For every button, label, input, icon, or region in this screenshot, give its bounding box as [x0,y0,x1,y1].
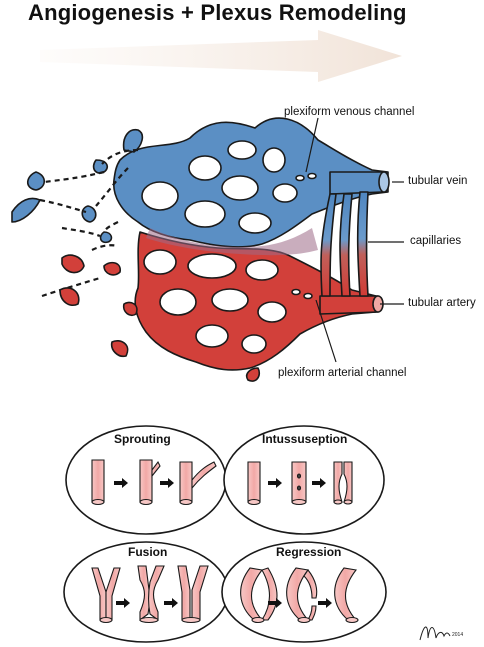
panel-title-regression: Regression [276,545,342,559]
tubular-artery [319,295,379,315]
label-capillaries: capillaries [410,235,462,247]
leader-lines [305,117,404,363]
svg-text:2014: 2014 [452,632,463,638]
panel-regression [221,541,387,643]
panel-title-sprouting: Sprouting [114,432,171,446]
panel-title-intussusception: Intussuseption [262,432,348,446]
panel-title-fusion: Fusion [128,545,168,559]
capillaries [320,191,369,297]
panel-sprouting [65,425,227,535]
step-arrow-icon [114,478,332,608]
progress-arrow-icon [40,30,402,82]
label-plexiform-venous-channel: plexiform venous channel [284,106,415,118]
label-tubular-vein: tubular vein [408,175,468,187]
artist-signature: 2014 [419,626,463,641]
tubular-vein [329,171,385,195]
vascular-plexus [11,117,390,382]
panel-intussusception [223,425,385,535]
arterial-sprouts [59,254,261,382]
label-tubular-artery: tubular artery [408,297,476,309]
panel-fusion [63,541,229,643]
label-plexiform-arterial-channel: plexiform arterial channel [278,367,407,379]
page-title: Angiogenesis + Plexus Remodeling [28,0,407,25]
